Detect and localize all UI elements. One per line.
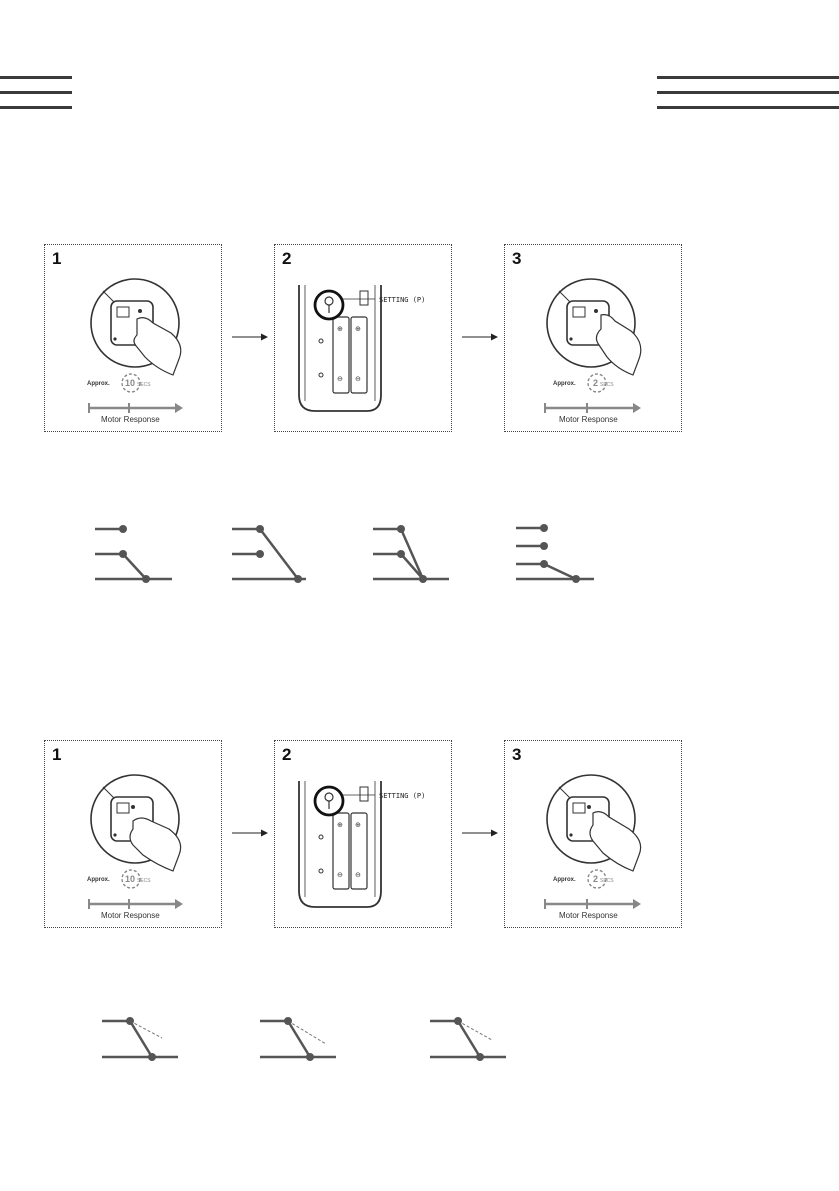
timer-unit: SECS [137,878,151,884]
svg-text:⊖: ⊖ [355,376,361,383]
step-panel-1: 1 Approx. 10 SECS Motor Response [44,740,222,928]
setting-label: SETTING (P) [379,792,425,800]
angle-diagram-1 [95,520,175,590]
arrow-right-icon [232,828,268,838]
header-rule-right-3 [657,106,839,109]
approx-label: Approx. [553,877,576,883]
hand-press-illustration: Approx. 2 SECS Motor Response [505,245,683,433]
motor-response-label: Motor Response [559,911,618,920]
angle-diagram-6 [260,1014,342,1066]
header-rule-left-1 [0,76,72,79]
approx-label: Approx. [553,381,576,387]
header-rule-right-2 [657,91,839,94]
battery-cover [299,285,381,411]
setting-button-icon [325,297,333,305]
approx-label: Approx. [87,877,110,883]
angle-diagram-3 [373,520,453,590]
angle-diagram-4 [516,520,602,590]
angle-diagram-2 [232,520,312,590]
step-panel-2: 2 ⊕ ⊕ ⊖ ⊖ SETTING (P) [274,244,452,432]
timer-unit: SECS [137,382,151,388]
timer-seconds: 10 [125,378,135,388]
header-rule-right-1 [657,76,839,79]
timer-seconds: 10 [125,874,135,884]
svg-text:⊖: ⊖ [337,376,343,383]
step-panel-3: 3 Approx. 2 SECS Motor Response [504,244,682,432]
hand-press-illustration: Approx. 2 SECS Motor Response [505,741,683,929]
svg-text:⊕: ⊕ [355,326,361,333]
svg-text:⊖: ⊖ [355,872,361,879]
motor-response-label: Motor Response [101,415,160,424]
step-panel-3: 3 Approx. 2 SECS Motor Response [504,740,682,928]
setting-label: SETTING (P) [379,296,425,304]
battery-compartment-illustration: ⊕ ⊕ ⊖ ⊖ SETTING (P) [275,741,453,929]
setting-button-icon [325,793,333,801]
header-rule-left-3 [0,106,72,109]
timer-seconds: 2 [593,874,598,884]
approx-label: Approx. [87,381,110,387]
header-rule-left-2 [0,91,72,94]
angle-diagram-5 [102,1014,184,1066]
angle-diagram-7 [430,1014,512,1066]
svg-text:⊖: ⊖ [337,872,343,879]
battery-cover [299,781,381,907]
motor-response-label: Motor Response [101,911,160,920]
timer-seconds: 2 [593,378,598,388]
step-panel-1: 1 Approx. 10 SECS Motor Response [44,244,222,432]
step-panel-2: 2 ⊕ ⊕ ⊖ ⊖ SETTING (P) [274,740,452,928]
hand-press-illustration: Approx. 10 SECS Motor Response [45,245,223,433]
svg-text:⊕: ⊕ [337,326,343,333]
timer-unit: SECS [600,382,614,388]
svg-text:⊕: ⊕ [337,822,343,829]
svg-text:⊕: ⊕ [355,822,361,829]
battery-compartment-illustration: ⊕ ⊕ ⊖ ⊖ SETTING (P) [275,245,453,433]
arrow-right-icon [462,332,498,342]
timer-unit: SECS [600,878,614,884]
arrow-right-icon [462,828,498,838]
arrow-right-icon [232,332,268,342]
motor-response-label: Motor Response [559,415,618,424]
hand-press-illustration: Approx. 10 SECS Motor Response [45,741,223,929]
